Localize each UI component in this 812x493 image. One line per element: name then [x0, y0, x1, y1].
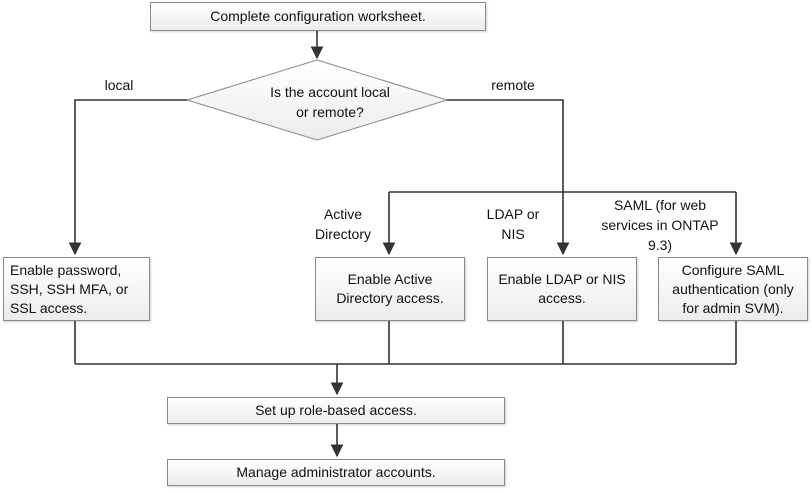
- decision-diamond: [185, 59, 449, 141]
- enable-password-box: Enable password, SSH, SSH MFA, or SSL ac…: [3, 257, 150, 321]
- configure-saml-box: Configure SAML authentication (only for …: [658, 257, 808, 321]
- label-remote: remote: [491, 77, 535, 93]
- label-active-directory: Active Directory: [314, 206, 371, 242]
- start-box: Complete configuration worksheet.: [150, 2, 486, 31]
- role-based-access-box: Set up role-based access.: [167, 397, 505, 424]
- enable-ldap-nis-box: Enable LDAP or NIS access.: [487, 257, 637, 321]
- label-saml: SAML (for web services in ONTAP 9.3): [601, 197, 719, 253]
- label-local: local: [104, 77, 134, 93]
- enable-active-directory-box: Enable Active Directory access.: [315, 257, 465, 321]
- label-ldap-nis: LDAP or NIS: [486, 206, 540, 242]
- manage-accounts-box: Manage administrator accounts.: [167, 459, 505, 486]
- connector-remote-branch: [447, 99, 570, 256]
- connector-local-branch: [68, 99, 187, 256]
- decision-text: Is the account local or remote?: [270, 84, 390, 120]
